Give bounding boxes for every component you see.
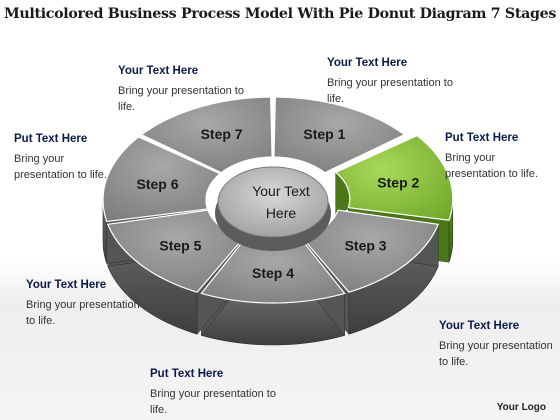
callout-heading: Put Text Here xyxy=(445,132,519,144)
segment-top-1 xyxy=(273,96,406,174)
callout-heading: Put Text Here xyxy=(14,133,88,145)
segment-top-6 xyxy=(102,136,222,223)
step-label-7: Step 7 xyxy=(201,126,243,142)
callout-body: Bring your presentation to life. xyxy=(150,388,276,416)
center-text-line1: Your Text xyxy=(252,183,310,199)
callout-heading: Your Text Here xyxy=(26,279,107,291)
callout-right-lower: Your Text Here Bring your presentation t… xyxy=(439,318,554,370)
callout-top-right: Your Text Here Bring your presentation t… xyxy=(327,55,467,107)
callout-body: Bring your presentation to life. xyxy=(118,85,244,113)
callout-heading: Put Text Here xyxy=(150,368,224,380)
segment-top-2 xyxy=(334,134,454,221)
callout-left-upper: Put Text Here Bring your presentation to… xyxy=(14,131,124,183)
segment-top-7 xyxy=(140,96,273,174)
center-hub: Your Text Here xyxy=(215,166,331,251)
page-title: Multicolored Business Process Model With… xyxy=(3,6,557,22)
callout-body: Bring your presentation to life. xyxy=(14,153,107,181)
callout-body: Bring your presentation to life. xyxy=(26,299,140,327)
callout-heading: Your Text Here xyxy=(327,57,408,69)
step-label-2: Step 2 xyxy=(377,174,419,190)
step-label-1: Step 1 xyxy=(303,126,345,142)
callout-right-upper: Put Text Here Bring your presentation to… xyxy=(445,130,555,182)
callout-heading: Your Text Here xyxy=(439,320,520,332)
callout-bottom: Put Text Here Bring your presentation to… xyxy=(150,366,290,418)
callout-heading: Your Text Here xyxy=(118,65,199,77)
hub-top xyxy=(217,166,329,238)
logo-text: Your Logo xyxy=(496,402,546,413)
step-label-4: Step 4 xyxy=(252,265,294,281)
callout-left-lower: Your Text Here Bring your presentation t… xyxy=(26,277,141,329)
donut-segments xyxy=(102,96,454,346)
step-label-6: Step 6 xyxy=(136,176,178,192)
callout-body: Bring your presentation to life. xyxy=(327,77,453,105)
step-labels: Step 1 Step 2 Step 3 Step 4 Step 5 Step 6 Step… xyxy=(136,126,419,281)
callout-top-left: Your Text Here Bring your presentation t… xyxy=(118,63,248,115)
step-label-5: Step 5 xyxy=(159,238,201,254)
center-text-line2: Here xyxy=(266,205,297,221)
callout-body: Bring your presentation to life. xyxy=(445,152,538,180)
step-label-3: Step 3 xyxy=(345,238,387,254)
callout-body: Bring your presentation to life. xyxy=(439,340,553,368)
